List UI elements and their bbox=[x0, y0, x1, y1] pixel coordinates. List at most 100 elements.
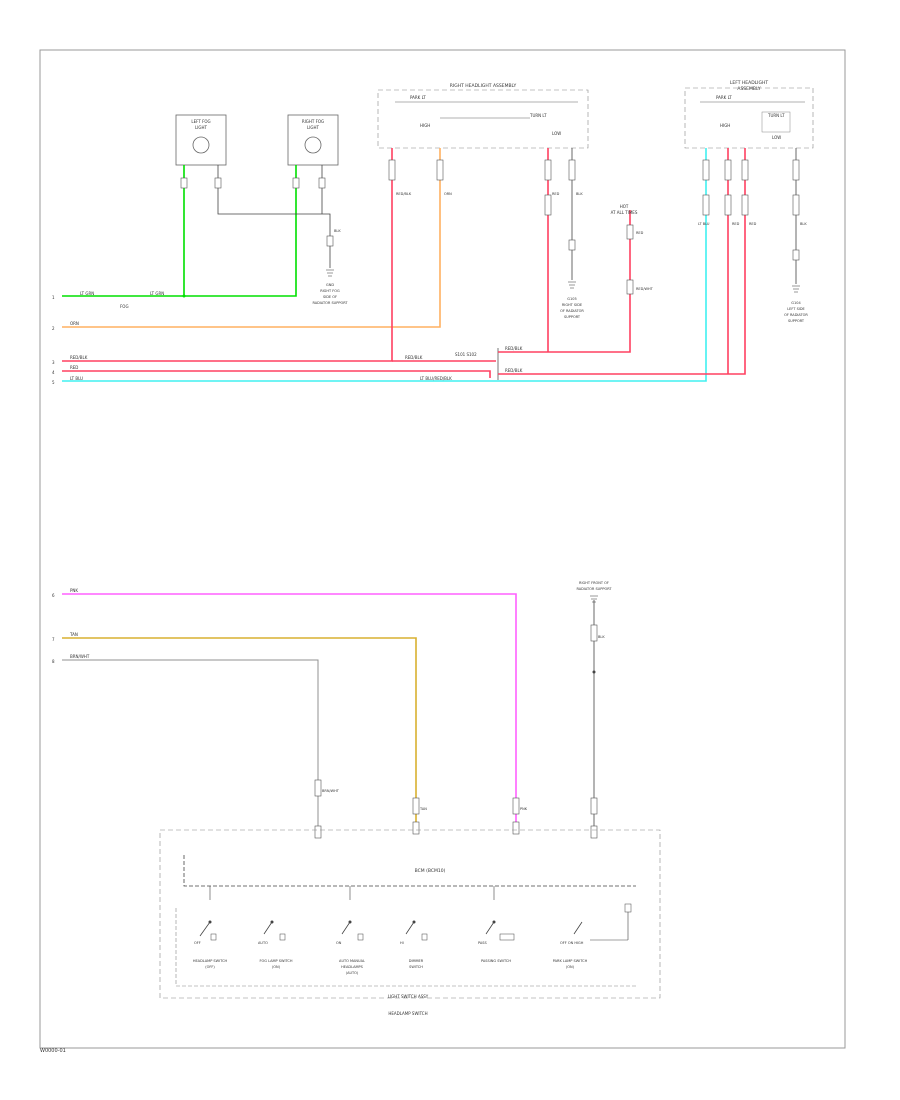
svg-text:5: 5 bbox=[52, 380, 55, 385]
svg-text:RIGHT FOG: RIGHT FOG bbox=[320, 289, 340, 293]
svg-text:TAN: TAN bbox=[419, 807, 427, 811]
svg-text:RED: RED bbox=[552, 192, 560, 196]
right-fog-light: RIGHT FOG LIGHT bbox=[287, 114, 339, 166]
svg-text:RED/BLK: RED/BLK bbox=[505, 368, 523, 373]
svg-text:ASSEMBLY: ASSEMBLY bbox=[737, 86, 761, 92]
ground-icon bbox=[568, 281, 576, 289]
svg-text:ORN: ORN bbox=[444, 192, 452, 196]
svg-text:RED: RED bbox=[636, 231, 644, 235]
fog-ground: GND RIGHT FOG SIDE OF RADIATOR SUPPORT bbox=[312, 269, 348, 305]
svg-text:PARK LT: PARK LT bbox=[716, 95, 732, 100]
svg-text:ORN: ORN bbox=[70, 321, 79, 326]
hot-at-all-times-feed: HOT AT ALL TIMES RED RED/WHT bbox=[611, 204, 654, 291]
switch-passing: PASS PASSING SWITCH bbox=[478, 886, 515, 963]
fog-light-wiring: BLK LT GRN LT GRN FOG bbox=[62, 165, 341, 309]
svg-text:BLK: BLK bbox=[334, 229, 341, 233]
diagram-frame bbox=[39, 49, 846, 1049]
svg-text:RED/BLK: RED/BLK bbox=[70, 355, 88, 360]
svg-text:PNK: PNK bbox=[520, 807, 528, 811]
left-headlight-assembly: LEFT HEADLIGHT ASSEMBLY PARK LT HIGH TUR… bbox=[684, 80, 814, 149]
svg-text:HI: HI bbox=[400, 941, 404, 945]
svg-text:LT BLU: LT BLU bbox=[70, 376, 83, 381]
svg-text:RED: RED bbox=[70, 365, 78, 370]
ground-icon bbox=[590, 595, 598, 603]
svg-text:PASSING SWITCH: PASSING SWITCH bbox=[481, 959, 511, 963]
svg-text:(OFF): (OFF) bbox=[205, 965, 215, 969]
svg-text:OF RADIATOR: OF RADIATOR bbox=[784, 313, 808, 317]
svg-text:SUPPORT: SUPPORT bbox=[788, 319, 805, 323]
svg-text:SUPPORT: SUPPORT bbox=[564, 315, 581, 319]
svg-text:LIGHT: LIGHT bbox=[195, 125, 208, 130]
ground-icon bbox=[792, 285, 800, 293]
svg-text:LEFT FOG: LEFT FOG bbox=[191, 119, 210, 124]
svg-text:RIGHT HEADLIGHT ASSEMBLY: RIGHT HEADLIGHT ASSEMBLY bbox=[450, 83, 517, 89]
svg-text:7: 7 bbox=[52, 637, 55, 642]
svg-text:LEFT HEADLIGHT: LEFT HEADLIGHT bbox=[730, 80, 769, 86]
svg-text:BRN/WHT: BRN/WHT bbox=[70, 654, 90, 659]
svg-text:RED: RED bbox=[749, 222, 757, 226]
svg-text:PARK LAMP SWITCH: PARK LAMP SWITCH bbox=[553, 959, 588, 963]
svg-text:OFF: OFF bbox=[194, 941, 201, 945]
svg-text:LIGHT: LIGHT bbox=[307, 125, 320, 130]
svg-text:LOW: LOW bbox=[772, 135, 781, 140]
svg-text:PARK LT: PARK LT bbox=[410, 95, 426, 100]
svg-text:(ON): (ON) bbox=[272, 965, 281, 969]
lower-harness: PNK TAN BRN/WHT BRN/WHT TAN PNK BLK 6 7 … bbox=[52, 588, 605, 839]
svg-text:FOG LAMP SWITCH: FOG LAMP SWITCH bbox=[260, 959, 293, 963]
svg-text:RED/WHT: RED/WHT bbox=[636, 287, 654, 291]
svg-text:AT ALL TIMES: AT ALL TIMES bbox=[611, 210, 638, 215]
svg-text:PNK: PNK bbox=[70, 588, 78, 593]
lamp-icon bbox=[192, 136, 210, 154]
svg-text:OFF ON HIGH: OFF ON HIGH bbox=[560, 941, 584, 945]
svg-text:RIGHT FOG: RIGHT FOG bbox=[302, 119, 324, 124]
svg-text:HIGH: HIGH bbox=[720, 123, 730, 128]
svg-text:RED/BLK: RED/BLK bbox=[505, 346, 523, 351]
svg-text:2: 2 bbox=[52, 326, 55, 331]
svg-text:TURN LT: TURN LT bbox=[529, 113, 547, 118]
svg-text:DIMMER: DIMMER bbox=[409, 959, 424, 963]
svg-text:6: 6 bbox=[52, 593, 55, 598]
switch-park-lamp: OFF ON HIGH PARK LAMP SWITCH (ON) bbox=[553, 903, 632, 969]
svg-text:HEADLAMP SWITCH: HEADLAMP SWITCH bbox=[193, 959, 228, 963]
svg-text:(ON): (ON) bbox=[566, 965, 575, 969]
svg-text:LT GRN: LT GRN bbox=[80, 291, 94, 296]
svg-text:RIGHT SIDE: RIGHT SIDE bbox=[562, 303, 582, 307]
switch-headlamp: OFF HEADLAMP SWITCH (OFF) bbox=[193, 886, 228, 969]
svg-text:BLK: BLK bbox=[598, 635, 605, 639]
lamp-icon bbox=[304, 136, 322, 154]
svg-text:RIGHT FRONT OF: RIGHT FRONT OF bbox=[579, 581, 609, 585]
svg-text:ON: ON bbox=[336, 941, 342, 945]
svg-text:BRN/WHT: BRN/WHT bbox=[322, 789, 340, 793]
right-headlight-assembly: RIGHT HEADLIGHT ASSEMBLY PARK LT HIGH TU… bbox=[377, 83, 589, 149]
svg-text:HOT: HOT bbox=[620, 204, 629, 209]
svg-text:S101 S102: S101 S102 bbox=[455, 352, 477, 357]
svg-text:TURN LT: TURN LT bbox=[767, 113, 785, 118]
headlamp-switch-assembly: BCM (BCM10) LIGHT SWITCH ASSY HEADLAMP S… bbox=[159, 829, 661, 1016]
footer-code: W0000-01 bbox=[40, 1048, 66, 1054]
svg-text:4: 4 bbox=[52, 370, 55, 375]
svg-text:LIGHT SWITCH ASSY: LIGHT SWITCH ASSY bbox=[388, 994, 429, 999]
left-headlight-ground: G104 LEFT SIDE OF RADIATOR SUPPORT bbox=[784, 285, 808, 323]
svg-text:3: 3 bbox=[52, 360, 55, 365]
svg-text:(AUTO): (AUTO) bbox=[346, 971, 359, 975]
svg-text:8: 8 bbox=[52, 659, 55, 664]
svg-text:BLK: BLK bbox=[576, 192, 583, 196]
svg-text:G104: G104 bbox=[791, 301, 801, 305]
svg-text:TAN: TAN bbox=[69, 632, 78, 637]
svg-text:LOW: LOW bbox=[552, 131, 561, 136]
switch-fog-lamp: AUTO FOG LAMP SWITCH (ON) bbox=[258, 920, 293, 969]
svg-text:GND: GND bbox=[326, 283, 334, 287]
svg-text:BLK: BLK bbox=[800, 222, 807, 226]
svg-text:OF RADIATOR: OF RADIATOR bbox=[560, 309, 584, 313]
svg-text:LEFT SIDE: LEFT SIDE bbox=[787, 307, 805, 311]
svg-text:SWITCH: SWITCH bbox=[409, 965, 423, 969]
svg-text:HEADLAMP SWITCH: HEADLAMP SWITCH bbox=[388, 1011, 427, 1016]
ground-icon bbox=[326, 269, 334, 277]
svg-text:LT BLU/RED/BLK: LT BLU/RED/BLK bbox=[420, 376, 452, 381]
svg-text:RED: RED bbox=[732, 222, 740, 226]
svg-text:1: 1 bbox=[52, 295, 55, 300]
upper-harness: ORN RED/BLK RED LT BLU RED/BLK LT BLU/RE… bbox=[52, 148, 807, 385]
svg-text:BCM (BCM10): BCM (BCM10) bbox=[415, 868, 446, 874]
right-radiator-ground: RIGHT FRONT OF RADIATOR SUPPORT bbox=[576, 581, 612, 603]
